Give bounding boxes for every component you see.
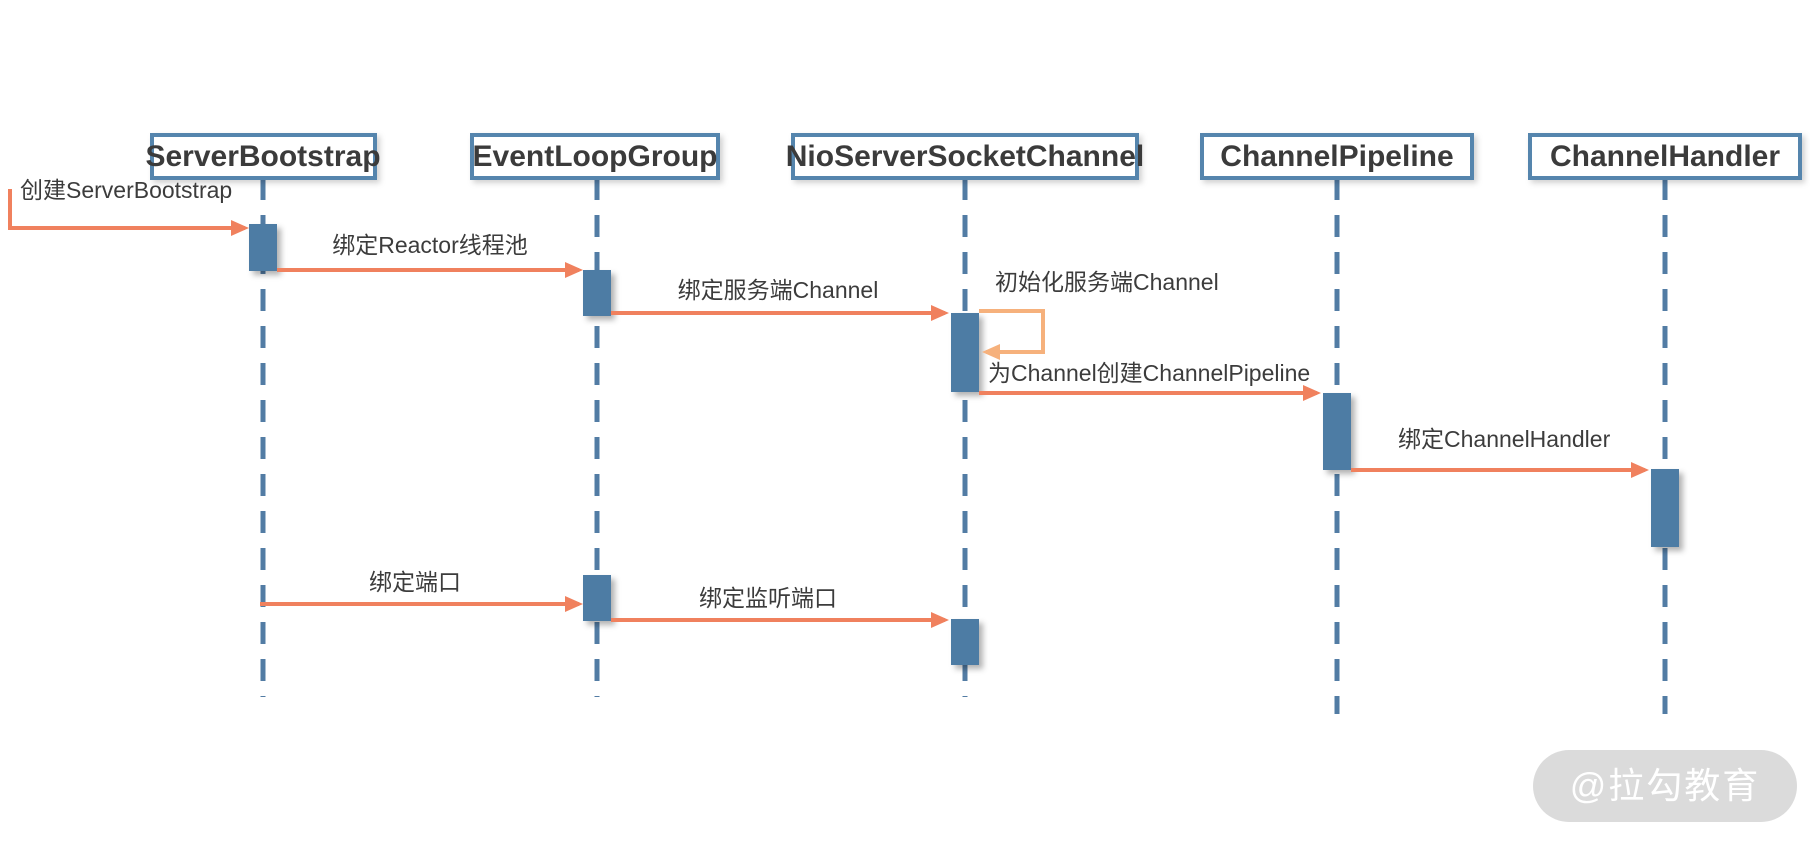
watermark-badge: @拉勾教育 [1533,750,1797,822]
participant-box-serverbootstrap [150,133,377,180]
watermark-background [1533,750,1797,822]
activation-bar-nioserversocketchannel-1 [951,313,979,392]
message-label-bind-port: 绑定端口 [369,569,461,595]
message-label-bind-reactor-pool: 绑定Reactor线程池 [332,232,528,258]
participant-channelhandler: ChannelHandler [1528,133,1802,180]
activation-bar-channelpipeline [1323,393,1351,470]
message-label-create-serverbootstrap: 创建ServerBootstrap [20,177,232,203]
participant-label-serverbootstrap: ServerBootstrap [145,140,380,173]
participant-eventloopgroup: EventLoopGroup [470,133,720,180]
participant-label-channelpipeline: ChannelPipeline [1220,140,1453,173]
activation-bar-serverbootstrap [249,224,277,271]
participant-serverbootstrap: ServerBootstrap [145,133,381,180]
participant-channelpipeline: ChannelPipeline [1200,133,1474,180]
participant-label-channelhandler: ChannelHandler [1550,140,1780,173]
message-label-create-channelpipeline: 为Channel创建ChannelPipeline [988,360,1310,386]
activation-bar-nioserversocketchannel-2 [951,619,979,665]
participant-box-channelhandler [1528,133,1802,180]
activation-bar-channelhandler [1651,469,1679,547]
participant-box-channelpipeline [1200,133,1474,180]
watermark-text: @拉勾教育 [1570,765,1761,806]
message-arrow-init-server-channel-selfloop [979,309,1045,360]
participant-label-nioserversocketchannel: NioServerSocketChannel [786,140,1144,173]
activation-bar-eventloopgroup-2 [583,575,611,621]
participant-box-nioserversocketchannel [791,133,1139,180]
message-arrow-create-serverbootstrap [8,189,249,236]
participant-box-eventloopgroup [470,133,720,180]
message-label-bind-channelhandler: 绑定ChannelHandler [1398,426,1611,452]
message-label-init-server-channel: 初始化服务端Channel [995,269,1219,295]
message-label-bind-listen-port: 绑定监听端口 [699,585,837,611]
activation-bar-eventloopgroup-1 [583,270,611,316]
participant-nioserversocketchannel: NioServerSocketChannel [786,133,1144,180]
message-label-bind-server-channel: 绑定服务端Channel [678,277,879,303]
participant-label-eventloopgroup: EventLoopGroup [473,140,718,173]
